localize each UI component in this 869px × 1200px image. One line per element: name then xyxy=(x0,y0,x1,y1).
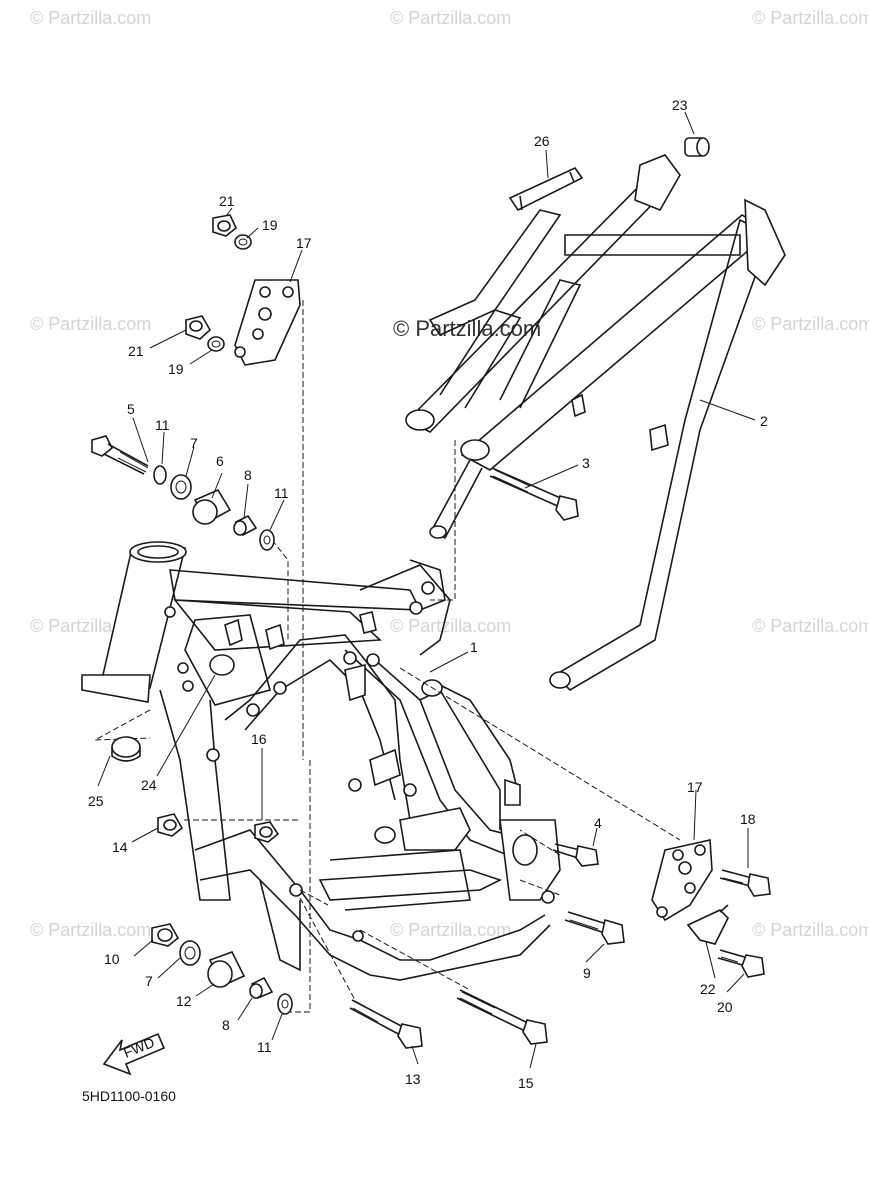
part-11-washer-c[interactable] xyxy=(277,993,293,1015)
callout-17-upper: 17 xyxy=(296,235,312,251)
callout-5: 5 xyxy=(127,401,135,417)
part-13-bolt[interactable] xyxy=(349,999,423,1049)
part-17-plate-lower[interactable] xyxy=(651,839,713,922)
callout-22: 22 xyxy=(700,981,716,997)
callout-23: 23 xyxy=(672,97,688,113)
part-17-plate-upper[interactable] xyxy=(234,279,301,366)
part-19-washer-lower[interactable] xyxy=(207,336,225,352)
callout-2: 2 xyxy=(760,413,768,429)
callout-17-lower: 17 xyxy=(687,779,703,795)
watermark-low-right: © Partzilla.com xyxy=(752,616,869,636)
callout-6: 6 xyxy=(216,453,224,469)
rear-subframe[interactable] xyxy=(405,154,786,692)
callout-26: 26 xyxy=(534,133,550,149)
part-25-plug[interactable] xyxy=(111,736,141,762)
part-21-nut-upper[interactable] xyxy=(212,214,237,237)
watermark-bottom-left: © Partzilla.com xyxy=(30,920,152,940)
fwd-arrow-icon: FWD xyxy=(102,1032,166,1076)
callout-19-upper: 19 xyxy=(262,217,278,233)
part-8-collar-b[interactable] xyxy=(249,976,274,1000)
callout-25: 25 xyxy=(88,793,104,809)
callout-1: 1 xyxy=(470,639,478,655)
part-6-collar[interactable] xyxy=(192,488,232,525)
callout-7-upper: 7 xyxy=(190,435,198,451)
part-7-collar-b[interactable] xyxy=(179,940,201,966)
part-7-collar-a[interactable] xyxy=(170,474,192,500)
callout-16: 16 xyxy=(251,731,267,747)
watermark-top-right: © Partzilla.com xyxy=(752,8,869,28)
part-23-cap[interactable] xyxy=(684,137,710,157)
part-12-collar[interactable] xyxy=(207,951,246,988)
part-9-bolt[interactable] xyxy=(564,911,625,945)
part-11-washer-a[interactable] xyxy=(153,465,167,485)
callout-9: 9 xyxy=(583,965,591,981)
part-16-nut[interactable] xyxy=(254,821,280,843)
watermark-mid-right: © Partzilla.com xyxy=(752,314,869,334)
callout-21-lower: 21 xyxy=(128,343,144,359)
watermark-top-left: © Partzilla.com xyxy=(30,8,152,28)
part-26-stay[interactable] xyxy=(508,166,584,212)
callout-14: 14 xyxy=(112,839,128,855)
callout-4: 4 xyxy=(594,815,602,831)
callout-10: 10 xyxy=(104,951,120,967)
part-19-washer-upper[interactable] xyxy=(234,234,252,250)
callout-19-lower: 19 xyxy=(168,361,184,377)
watermark-top-center: © Partzilla.com xyxy=(390,8,512,28)
part-10-nut[interactable] xyxy=(151,923,180,947)
callout-15: 15 xyxy=(518,1075,534,1091)
callout-numbers: 1 2 3 4 5 6 7 7 8 8 9 10 11 11 11 12 13 … xyxy=(88,97,768,1091)
part-3-bolt[interactable] xyxy=(489,467,579,521)
part-22-bracket[interactable] xyxy=(686,904,729,945)
callout-24: 24 xyxy=(141,777,157,793)
callout-8-upper: 8 xyxy=(244,467,252,483)
part-18-bolt[interactable] xyxy=(719,869,771,897)
callout-11-c: 11 xyxy=(257,1039,272,1055)
callout-7-lower: 7 xyxy=(145,973,153,989)
part-24-plug[interactable] xyxy=(209,654,235,676)
callout-20: 20 xyxy=(717,999,733,1015)
watermark-mid-left: © Partzilla.com xyxy=(30,314,152,334)
part-8-collar-a[interactable] xyxy=(233,514,258,537)
part-15-bolt[interactable] xyxy=(456,989,548,1045)
callout-11-a: 11 xyxy=(155,417,170,433)
watermark-center: © Partzilla.com xyxy=(393,316,542,341)
callout-3: 3 xyxy=(582,455,590,471)
part-14-nut[interactable] xyxy=(157,813,184,837)
diagram-code: 5HD1100-0160 xyxy=(82,1088,176,1104)
callout-11-b: 11 xyxy=(274,485,289,501)
callout-8-lower: 8 xyxy=(222,1017,230,1033)
part-4-bolt[interactable] xyxy=(552,843,599,867)
part-5-bolt[interactable] xyxy=(91,435,149,475)
callout-18: 18 xyxy=(740,811,756,827)
callout-12: 12 xyxy=(176,993,192,1009)
callout-21-upper: 21 xyxy=(219,193,235,209)
part-11-washer-b[interactable] xyxy=(259,529,275,551)
callout-leaders xyxy=(97,111,756,1069)
watermark-low-center: © Partzilla.com xyxy=(390,616,512,636)
callout-13: 13 xyxy=(405,1071,421,1087)
assembly-leader-lines xyxy=(94,300,681,1013)
main-frame[interactable] xyxy=(81,541,561,981)
watermark-bottom-center: © Partzilla.com xyxy=(390,920,512,940)
watermark-bottom-right: © Partzilla.com xyxy=(752,920,869,940)
part-20-bolt[interactable] xyxy=(717,949,765,978)
part-21-nut-lower[interactable] xyxy=(185,315,212,340)
